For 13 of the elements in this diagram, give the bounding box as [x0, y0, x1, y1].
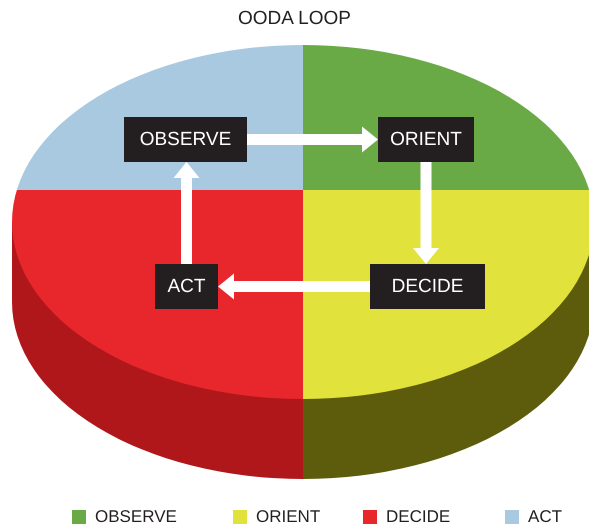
legend-label: ORIENT	[256, 508, 320, 526]
legend-label: DECIDE	[386, 508, 450, 526]
legend-label: OBSERVE	[95, 508, 177, 526]
arrow	[413, 162, 439, 264]
label-box: OBSERVE	[124, 117, 247, 162]
arrow	[247, 126, 378, 152]
arrow	[218, 274, 370, 300]
chart-title: OODA LOOP	[237, 8, 352, 30]
arrow	[174, 162, 200, 264]
label-box: ORIENT	[378, 117, 474, 162]
label-box: ACT	[155, 264, 218, 309]
legend-label: ACT	[528, 508, 562, 526]
label-box: DECIDE	[370, 264, 485, 309]
